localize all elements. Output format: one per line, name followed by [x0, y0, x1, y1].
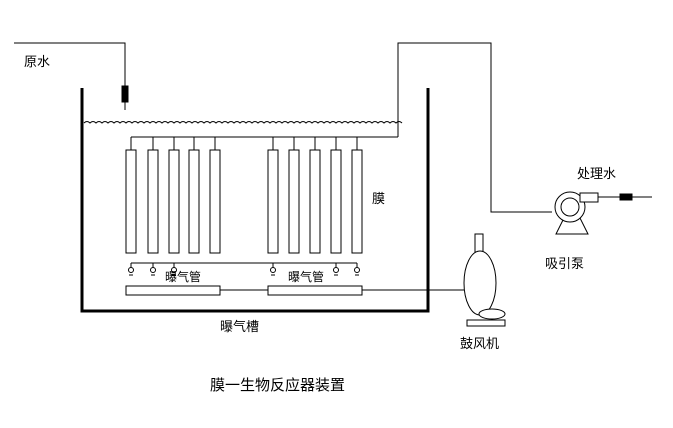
blower	[463, 233, 506, 327]
membrane-element	[288, 137, 300, 254]
membrane-element	[330, 137, 342, 254]
suction-pump-label: 吸引泵	[545, 257, 584, 272]
diffuser-nozzle	[333, 263, 339, 276]
membrane-element	[351, 137, 363, 254]
diffuser-nozzle	[171, 263, 177, 276]
permeate-line	[397, 42, 552, 213]
membrane-element	[168, 137, 180, 254]
membrane-element	[188, 137, 200, 254]
membrane-element	[125, 137, 137, 254]
diffuser-nozzles	[128, 263, 360, 276]
aeration-pipe-right	[267, 285, 363, 296]
treated-water-label: 处理水	[577, 167, 616, 182]
membrane-element	[147, 137, 159, 254]
suction-pump	[554, 191, 652, 235]
diagram-caption: 膜一生物反应器装置	[210, 376, 345, 394]
membrane-label: 膜	[372, 192, 385, 207]
membrane-module-left	[125, 137, 221, 254]
membrane-module-right	[267, 137, 363, 254]
aeration-pipe-label-left: 曝气管	[165, 269, 201, 284]
aeration-tank-label: 曝气槽	[220, 319, 259, 335]
aeration-tank	[80, 88, 430, 313]
diffuser-nozzle	[354, 263, 360, 276]
diffuser-nozzle	[128, 263, 134, 276]
aeration-pipe-label-right: 曝气管	[288, 269, 324, 284]
membrane-element	[267, 137, 279, 254]
diffuser-nozzle	[270, 263, 276, 276]
water-surface	[83, 121, 403, 124]
membrane-element	[309, 137, 321, 254]
aeration-pipes	[125, 285, 474, 296]
blower-label: 鼓风机	[460, 337, 499, 352]
membrane-element	[209, 137, 221, 254]
raw-water-inlet	[14, 42, 129, 110]
raw-water-label: 原水	[24, 55, 50, 70]
diffuser-nozzle	[150, 263, 156, 276]
aeration-pipe-left	[125, 285, 221, 296]
